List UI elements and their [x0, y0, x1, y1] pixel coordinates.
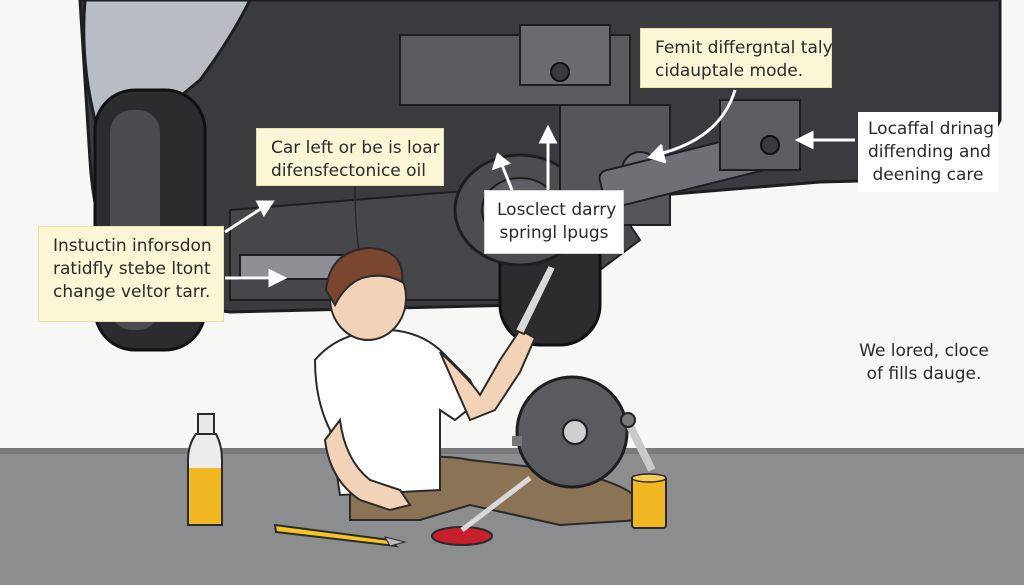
brake-disc	[512, 375, 629, 489]
callout-line: diffending and	[868, 141, 991, 162]
screwdriver	[273, 523, 407, 548]
callout-left: Instuctin inforsdon ratidfly stebe ltont…	[38, 226, 224, 322]
callout-line: deening care	[872, 164, 984, 185]
callout-right-upper: Locaffal drinag diffending and deening c…	[858, 112, 998, 192]
callout-line: cidauptale mode.	[655, 60, 804, 81]
oil-can-right	[631, 473, 667, 529]
arrow-left-upper	[224, 200, 275, 234]
callout-center-left: Car left or be is loar difensfectonice o…	[256, 128, 444, 186]
arrow-center-up	[538, 124, 558, 200]
arrow-top-right	[647, 89, 737, 164]
callout-line: Car left or be is loar	[271, 138, 440, 158]
mechanic-hair	[324, 246, 404, 308]
arrow-left-lower	[225, 268, 288, 288]
callout-line: ratidfly stebe ltont	[53, 258, 211, 279]
callout-line: We lored, cloce	[859, 341, 989, 361]
arrow-center-left	[491, 152, 514, 191]
red-drain-tool	[431, 476, 532, 546]
mechanic-figure	[313, 246, 641, 527]
mechanic-arm-raised	[439, 328, 537, 422]
callout-line: difensfectonice oil	[271, 160, 427, 181]
rear-axle	[550, 62, 801, 209]
mechanic-arm-lower	[323, 417, 412, 512]
floor-edge	[0, 448, 1024, 454]
callout-top-right: Femit differgntal taly cidauptale mode.	[640, 28, 833, 88]
callout-line: change veltor tarr.	[53, 281, 211, 302]
callout-line: Instuctin inforsdon	[53, 236, 212, 256]
arrow-right-upper	[794, 130, 855, 150]
oil-bottle	[187, 413, 223, 526]
callout-right-lower: We lored, cloce of fills dauge.	[854, 340, 994, 396]
callout-line: Locaffal drinag	[868, 119, 995, 139]
callout-line: springl lpugs	[499, 222, 609, 243]
callout-line: Femit differgntal taly	[655, 38, 833, 58]
wrench-tool	[513, 263, 558, 336]
callout-center: Losclect darry springl lpugs	[484, 190, 624, 254]
callout-line: of fills dauge.	[866, 363, 982, 384]
jack-stand	[620, 412, 656, 472]
callout-line: Losclect darry	[497, 200, 617, 220]
